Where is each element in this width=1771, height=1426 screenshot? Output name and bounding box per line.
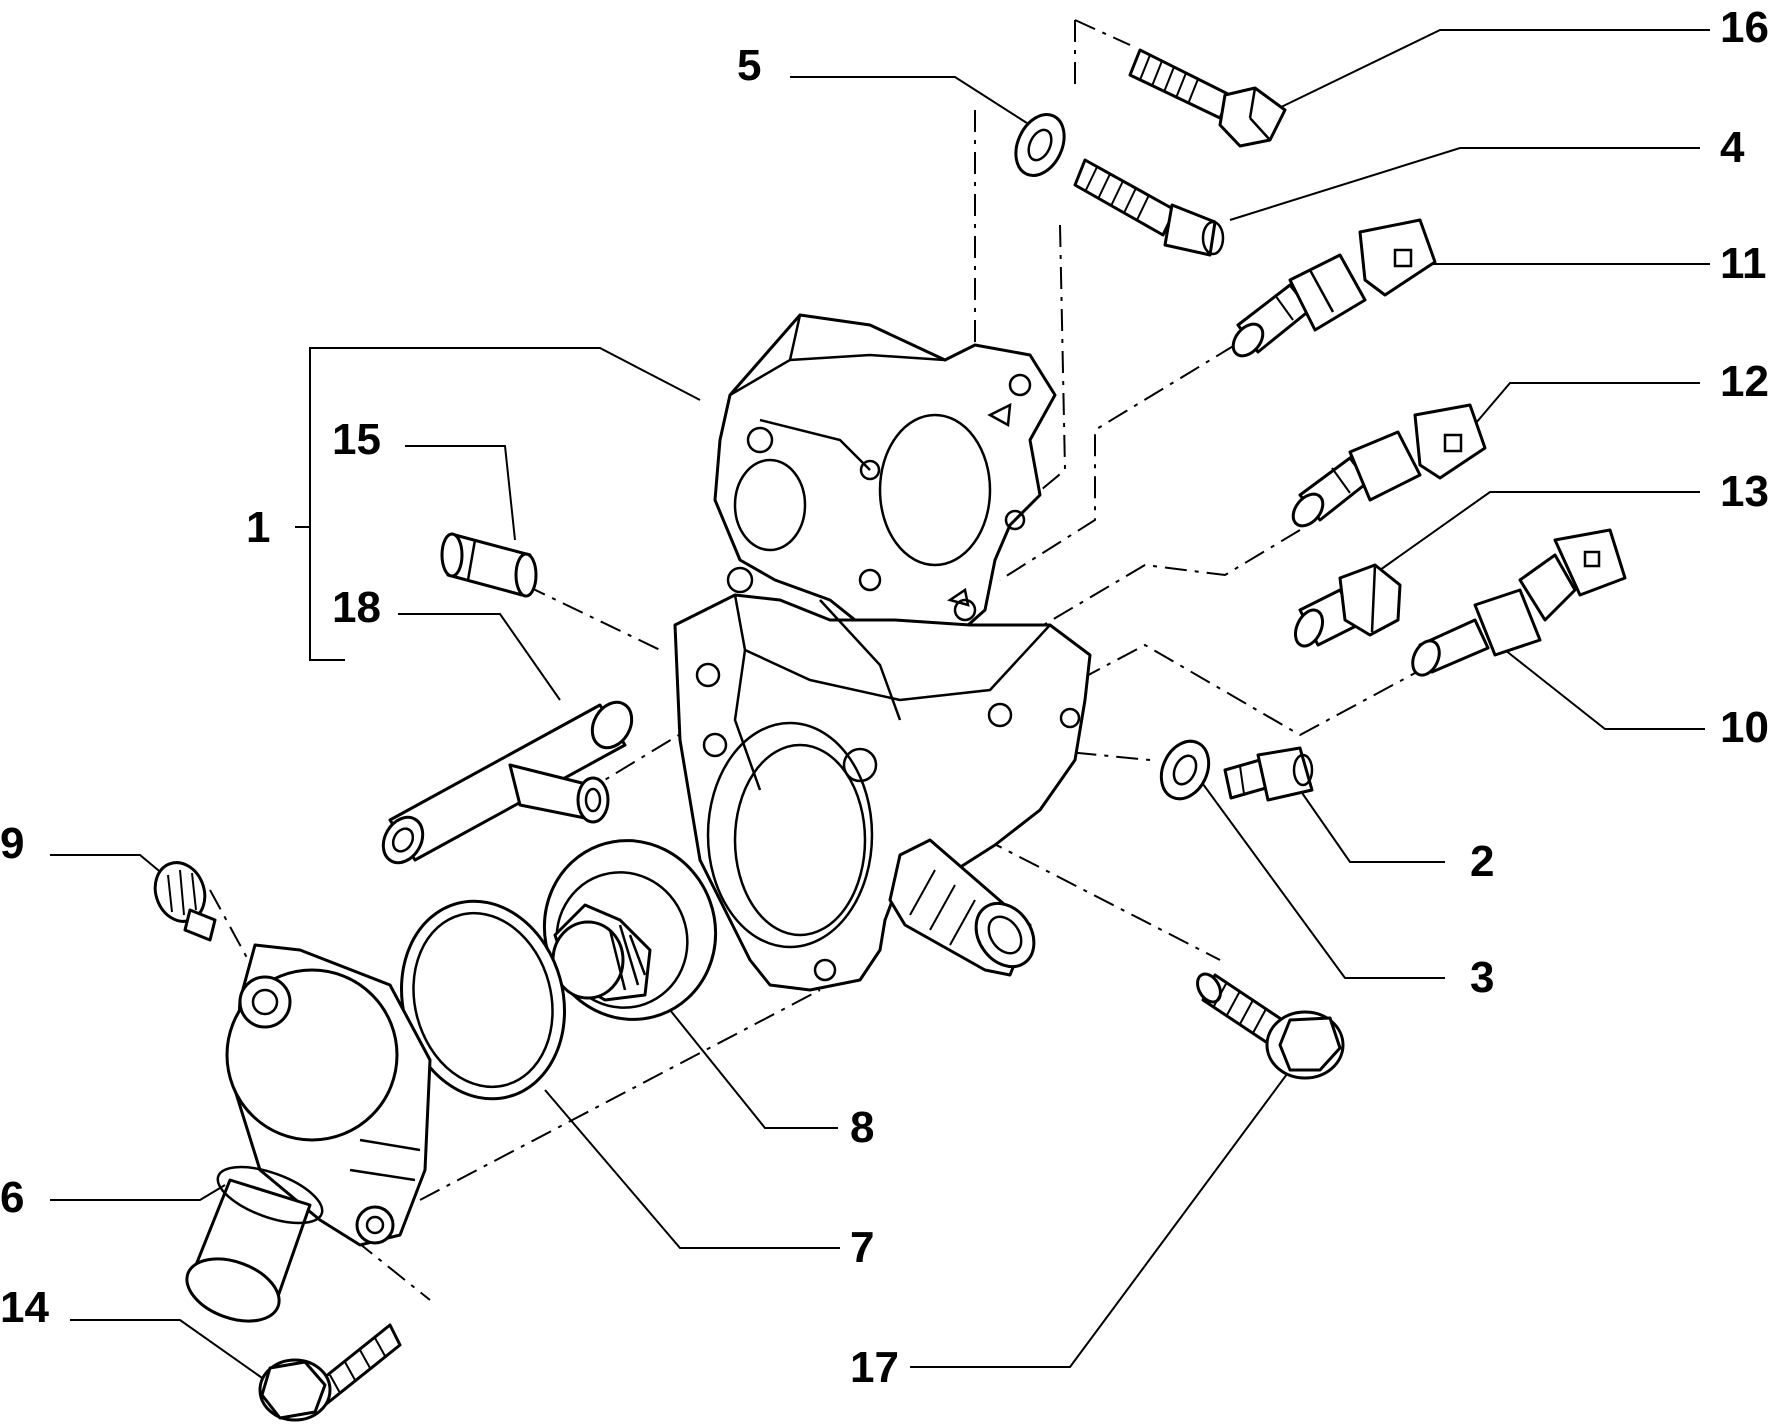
part-18-pipe-tee[interactable] <box>375 695 639 870</box>
leader-3 <box>1199 779 1445 979</box>
axis-11 <box>999 344 1236 581</box>
leader-9 <box>50 854 171 881</box>
assembly-axes <box>209 19 1431 1301</box>
part-5-washer[interactable] <box>1007 107 1074 184</box>
callout-4[interactable]: 4 <box>1720 123 1745 172</box>
part-8-thermostat[interactable] <box>519 816 740 1043</box>
axis-17 <box>869 779 1221 961</box>
leader-16 <box>1274 29 1710 111</box>
leader-7 <box>544 1089 840 1249</box>
leader-12 <box>1469 382 1700 431</box>
callout-16[interactable]: 16 <box>1720 3 1769 52</box>
axis-4 <box>1034 224 1067 496</box>
part-15-sleeve[interactable] <box>440 532 538 598</box>
part-9-bolt[interactable] <box>147 856 217 942</box>
callout-6[interactable]: 6 <box>0 1173 25 1222</box>
axis-15 <box>524 584 661 651</box>
leader-5 <box>790 76 1031 126</box>
callout-14[interactable]: 14 <box>0 1283 49 1332</box>
part-17-bolt[interactable] <box>1193 970 1345 1080</box>
leader-8 <box>669 1009 838 1129</box>
callout-2[interactable]: 2 <box>1470 837 1495 886</box>
leader-1 <box>345 347 701 401</box>
callout-15[interactable]: 15 <box>332 415 381 464</box>
leader-18 <box>398 613 561 701</box>
callout-8[interactable]: 8 <box>850 1103 875 1152</box>
axis-16 <box>1074 19 1131 46</box>
callout-18[interactable]: 18 <box>332 583 381 632</box>
part-3-washer[interactable] <box>1152 734 1217 807</box>
callout-11[interactable]: 11 <box>1720 239 1767 288</box>
part-2-screw[interactable] <box>1223 746 1314 802</box>
part-11-sensor[interactable] <box>1227 218 1437 362</box>
callout-3[interactable]: 3 <box>1470 953 1495 1002</box>
part-6-hose-connector[interactable] <box>178 943 432 1333</box>
axis-2 <box>739 719 1151 761</box>
leader-2 <box>1299 789 1445 863</box>
callout-1[interactable]: 1 <box>246 503 271 552</box>
callout-17[interactable]: 17 <box>850 1343 899 1392</box>
leader-17 <box>910 1069 1291 1368</box>
leader-lines <box>50 29 1710 1381</box>
part-14-bolt[interactable] <box>258 1323 402 1422</box>
axis-14 <box>354 1239 431 1301</box>
part-4-socket-bolt[interactable] <box>1073 158 1225 257</box>
leader-1-bracket <box>309 347 345 661</box>
part-10-sensor[interactable] <box>1408 528 1627 679</box>
callout-7[interactable]: 7 <box>850 1223 875 1272</box>
leader-6 <box>50 1184 226 1201</box>
axis-12 <box>1034 529 1301 631</box>
part-1-thermostat-housing[interactable] <box>673 313 1092 992</box>
callout-9[interactable]: 9 <box>0 819 25 868</box>
callout-12[interactable]: 12 <box>1720 357 1769 406</box>
callout-10[interactable]: 10 <box>1720 703 1769 752</box>
callout-13[interactable]: 13 <box>1720 467 1769 516</box>
part-16-bolt[interactable] <box>1128 48 1287 148</box>
leader-14 <box>70 1319 266 1381</box>
callout-5[interactable]: 5 <box>737 41 762 90</box>
leader-15 <box>405 445 516 541</box>
leader-13 <box>1379 491 1700 571</box>
axis-10 <box>1059 643 1431 737</box>
part-12-sensor[interactable] <box>1287 403 1487 532</box>
axis-main <box>419 989 821 1201</box>
part-13-adapter[interactable] <box>1290 563 1402 650</box>
leader-4 <box>1229 147 1700 221</box>
leader-10 <box>1504 649 1705 730</box>
